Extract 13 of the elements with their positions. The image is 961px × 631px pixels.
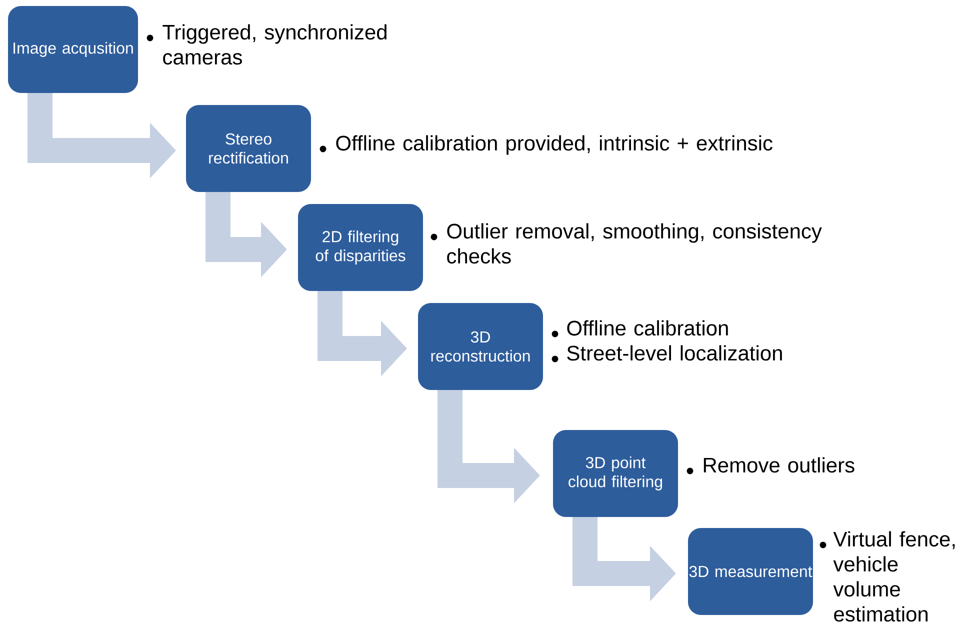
bullet-text: Street-level localization <box>567 345 782 361</box>
process-box: Stereo rectification <box>186 105 311 192</box>
bullet-text: Offline calibration provided, intrinsic + extrinsic <box>336 135 772 155</box>
process-box: 3D reconstruction <box>418 303 543 390</box>
bullet-text: Virtual fence, vehicle volume estimation <box>833 531 955 622</box>
bullet-text: Triggered, synchronized cameras <box>162 24 386 65</box>
bullet-text: Remove outliers <box>704 457 854 473</box>
bullet-text: Offline calibration <box>567 320 728 336</box>
bullet-text: Outlier removal, smoothing, consistency checks <box>447 223 822 264</box>
process-box: 2D filtering of disparities <box>298 204 423 291</box>
process-box: Image acqusition <box>8 6 138 93</box>
process-box: 3D point cloud filtering <box>553 430 678 517</box>
process-box: 3D measurement <box>688 528 813 615</box>
